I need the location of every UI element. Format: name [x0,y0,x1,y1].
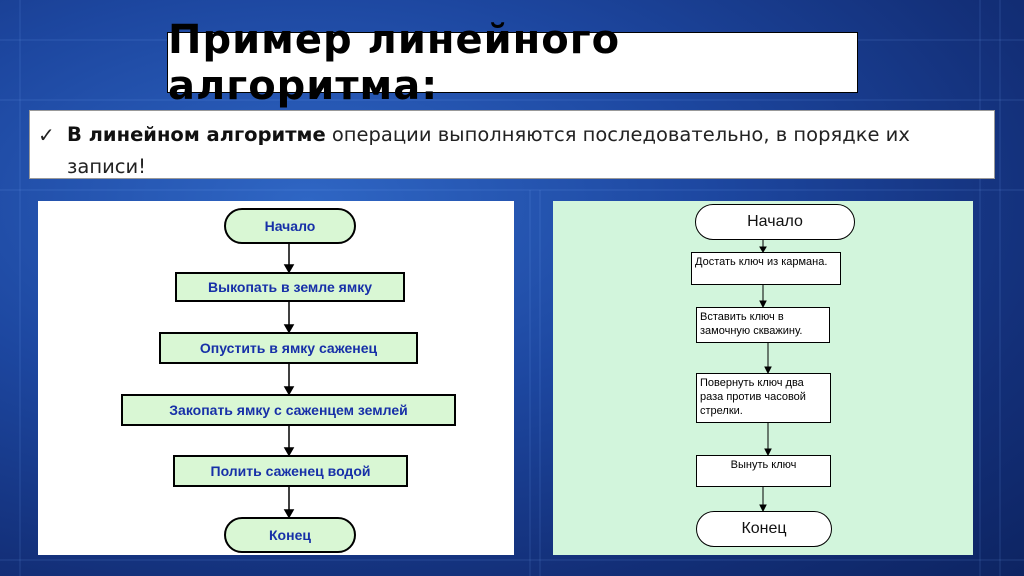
bullet-text: операции выполняются последовательно, в … [67,123,910,178]
bullet-bold-text: В линейном алгоритме [67,123,326,146]
start-terminal: Начало [224,208,356,244]
step-insert-key: Вставить ключ в замочную скважину. [696,307,830,343]
end-terminal-right: Конец [696,511,832,547]
start-terminal-right: Начало [695,204,855,240]
step-water-sapling: Полить саженец водой [173,455,408,487]
checkmark-icon: ✓ [38,123,55,147]
page-title: Пример линейного алгоритма: [168,16,621,109]
step-take-key: Достать ключ из кармана. [691,252,841,285]
step-turn-key: Повернуть ключ два раза против часовой с… [696,373,831,423]
step-dig-hole: Выкопать в земле ямку [175,272,405,302]
right-connectors [759,239,772,513]
right-flowchart-panel: Начало Достать ключ из кармана. Вставить… [553,201,973,555]
bullet-box: ✓ В линейном алгоритме операции выполняю… [29,110,995,179]
left-flowchart-panel: Начало Выкопать в земле ямку Опустить в … [38,201,514,555]
step-fill-hole: Закопать ямку с саженцем землей [121,394,456,426]
title-box: Пример линейного алгоритма: [167,17,858,109]
step-place-sapling: Опустить в ямку саженец [159,332,418,364]
end-terminal: Конец [224,517,356,553]
left-connectors [283,241,295,519]
step-remove-key: Вынуть ключ [696,455,831,487]
